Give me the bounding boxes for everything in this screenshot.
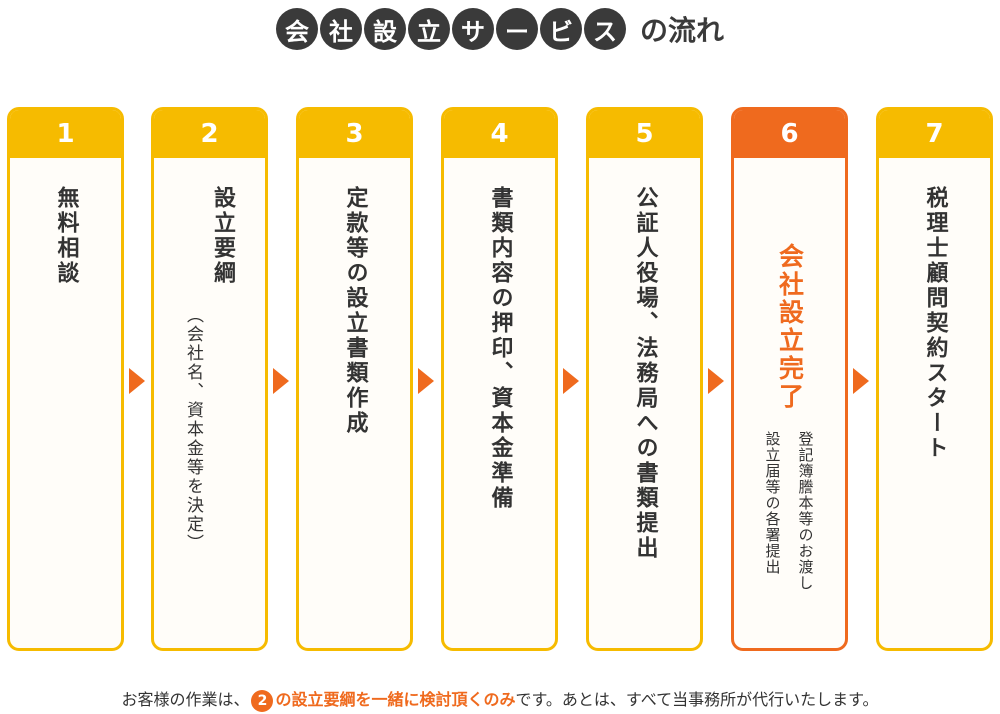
step-number: 5: [589, 110, 700, 158]
step-2-badge: 2: [251, 689, 274, 712]
step-number: 2: [154, 110, 265, 158]
step-body: 公証人役場、法務局への書類提出: [589, 158, 700, 648]
step-body: 会社設立完了 登記簿謄本等のお渡し 設立届等の各署提出: [734, 158, 845, 648]
step-2: 2 設立要綱 （会社名、資本金等を決定）: [151, 107, 268, 651]
title-pill: 社: [319, 8, 362, 50]
arrow-right-icon: [708, 368, 724, 394]
title-pill: 立: [407, 8, 450, 50]
step-number: 1: [10, 110, 121, 158]
step-note: 設立届等の各署提出: [763, 431, 782, 575]
title-suffix: の流れ: [639, 14, 724, 47]
step-number: 7: [879, 110, 990, 158]
arrow-right-icon: [273, 368, 289, 394]
page-title: 会 社 設 立 サ ー ビ ス の流れ: [0, 6, 1000, 52]
arrow-right-icon: [563, 368, 579, 394]
step-label: 会社設立完了: [775, 243, 805, 411]
step-body: 無料相談: [10, 158, 121, 648]
title-pill: ス: [583, 8, 626, 50]
step-notes: 登記簿謄本等のお渡し 設立届等の各署提出: [763, 431, 817, 591]
step-note: 登記簿謄本等のお渡し: [796, 431, 815, 591]
step-1: 1 無料相談: [7, 107, 124, 651]
step-body: 定款等の設立書類作成: [299, 158, 410, 648]
step-4: 4 書類内容の押印、資本金準備: [441, 107, 558, 651]
arrow-right-icon: [129, 368, 145, 394]
step-label: 公証人役場、法務局への書類提出: [632, 186, 658, 561]
title-pill: ビ: [539, 8, 582, 50]
footer-emphasis: の設立要綱を一緒に検討頂くのみ: [275, 690, 516, 709]
step-7: 7 税理士顧問契約スタート: [876, 107, 993, 651]
title-pill: 会: [275, 8, 318, 50]
step-label: 書類内容の押印、資本金準備: [487, 186, 513, 511]
arrow-right-icon: [418, 368, 434, 394]
step-number: 4: [444, 110, 555, 158]
step-3: 3 定款等の設立書類作成: [296, 107, 413, 651]
step-6: 6 会社設立完了 登記簿謄本等のお渡し 設立届等の各署提出: [731, 107, 848, 651]
step-label: 税理士顧問契約スタート: [922, 186, 948, 461]
step-body: 税理士顧問契約スタート: [879, 158, 990, 648]
step-body: 書類内容の押印、資本金準備: [444, 158, 555, 648]
step-number: 6: [734, 110, 845, 158]
step-label: 定款等の設立書類作成: [342, 186, 368, 436]
step-label: 無料相談: [53, 186, 79, 286]
title-pill: 設: [363, 8, 406, 50]
step-body: 設立要綱 （会社名、資本金等を決定）: [154, 158, 265, 648]
step-number: 3: [299, 110, 410, 158]
title-pill: サ: [451, 8, 494, 50]
title-pill: ー: [495, 8, 538, 50]
footer-pre: お客様の作業は、: [121, 690, 250, 709]
footer-post: です。あとは、すべて当事務所が代行いたします。: [515, 690, 879, 709]
arrow-right-icon: [853, 368, 869, 394]
step-label: 設立要綱: [210, 186, 235, 286]
step-5: 5 公証人役場、法務局への書類提出: [586, 107, 703, 651]
title-pills: 会 社 設 立 サ ー ビ ス: [275, 8, 626, 50]
step-sublabel: （会社名、資本金等を決定）: [183, 306, 203, 553]
